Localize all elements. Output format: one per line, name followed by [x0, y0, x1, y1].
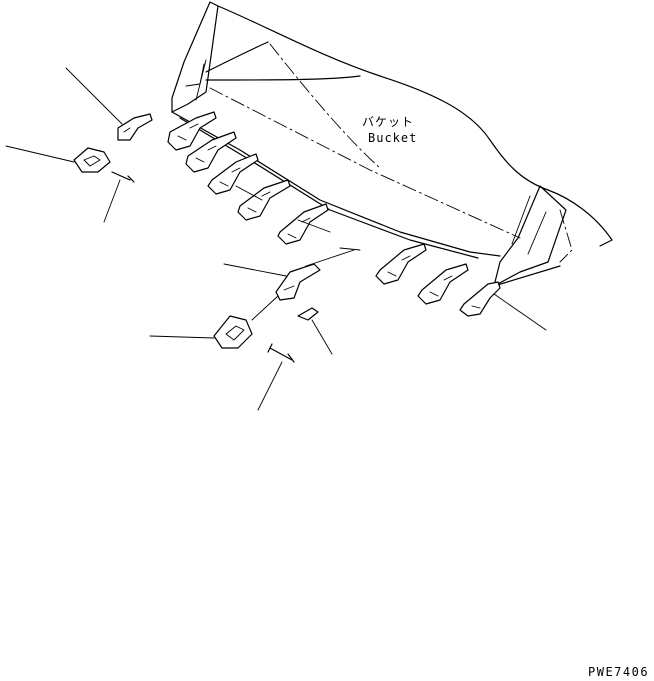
- mounted-tooth: [167, 111, 217, 151]
- mounted-tooth: [375, 243, 427, 285]
- pin-part: [267, 343, 295, 363]
- exploded-parts-lower: [213, 263, 321, 363]
- mounted-tooth: [417, 263, 469, 305]
- mounted-tooth: [185, 131, 237, 173]
- tooth-point-part: [117, 113, 153, 141]
- exploded-parts-upper: [73, 113, 153, 183]
- mounted-tooth: [277, 203, 329, 245]
- pin-part: [111, 171, 135, 183]
- mounted-tooth: [459, 281, 501, 317]
- mounted-tooth: [207, 153, 259, 195]
- bucket-label-jp: バケット: [362, 115, 414, 129]
- mounted-tooth: [237, 179, 291, 221]
- bucket-label-en: Bucket: [368, 131, 417, 145]
- leader-lines: [5, 67, 547, 411]
- lock-piece-part: [297, 307, 319, 321]
- adapter-part: [73, 147, 111, 173]
- bucket-body: [171, 1, 613, 287]
- bucket-teeth-row: [167, 111, 501, 317]
- drawing-code: PWE7406: [588, 665, 649, 679]
- tooth-point-part: [275, 263, 321, 301]
- adapter-part: [213, 315, 253, 349]
